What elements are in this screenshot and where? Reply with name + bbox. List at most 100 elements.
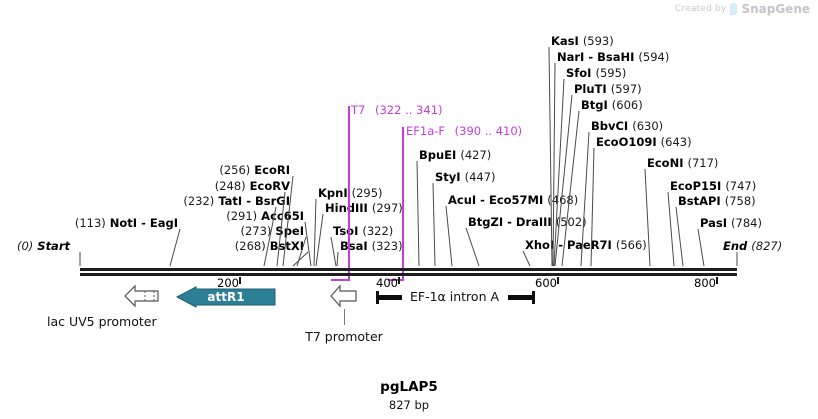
leader-pasI bbox=[697, 228, 705, 267]
enzyme-name: HindIII bbox=[325, 201, 368, 215]
terminal-end-pos: (827) bbox=[751, 239, 783, 253]
enzyme-pos: (566) bbox=[615, 238, 647, 252]
enzyme-label-bsaI: BsaI (323) bbox=[340, 239, 403, 253]
primer-line-ef1a-f bbox=[402, 127, 404, 281]
enzyme-label-notI-eagI: (113) NotI - EagI bbox=[75, 216, 178, 230]
enzyme-name: SpeI bbox=[275, 224, 304, 238]
feature-label-ef1a-intron-a: EF-1α intron A bbox=[410, 289, 500, 304]
enzyme-name: BpuEI bbox=[419, 148, 457, 162]
snapgene-logo-icon bbox=[730, 3, 738, 15]
primer-bracket-t7 bbox=[331, 279, 349, 281]
enzyme-label-ecoRV: (248) EcoRV bbox=[215, 179, 290, 193]
enzyme-label-xhoI-paeR7I: XhoI - PaeR7I (566) bbox=[525, 238, 647, 252]
enzyme-pos: (630) bbox=[632, 119, 664, 133]
enzyme-pos: (594) bbox=[638, 50, 670, 64]
enzyme-pos: (606) bbox=[611, 98, 643, 112]
primer-bracket-ef1a-f bbox=[388, 279, 404, 281]
feature-label-attr1: attR1 bbox=[207, 290, 245, 304]
plasmid-name: pgLAP5 bbox=[380, 379, 438, 395]
enzyme-pos: (597) bbox=[610, 82, 642, 96]
terminal-label-start: (0) Start bbox=[17, 239, 70, 253]
ruler-tick-600 bbox=[557, 277, 559, 284]
enzyme-label-btgZI-draIII: BtgZI - DraIII (502) bbox=[468, 215, 587, 229]
sequence-backbone-line-bottom bbox=[80, 273, 737, 276]
plasmid-length: 827 bp bbox=[388, 398, 430, 412]
enzyme-pos: (784) bbox=[731, 216, 762, 230]
enzyme-label-pluTI: PluTI (597) bbox=[574, 82, 642, 96]
enzyme-name: XhoI - PaeR7I bbox=[525, 238, 612, 252]
enzyme-label-acuI-eco57MI: AcuI - Eco57MI (468) bbox=[448, 193, 578, 207]
leader-acc65I bbox=[304, 221, 312, 267]
terminal-start-label: Start bbox=[37, 239, 70, 253]
enzyme-name: PasI bbox=[700, 216, 728, 230]
snapgene-watermark: Created by SnapGene bbox=[675, 2, 810, 16]
enzyme-pos: (447) bbox=[464, 170, 496, 184]
enzyme-name: EcoRI bbox=[254, 163, 290, 177]
leader-narI bbox=[552, 62, 556, 267]
enzyme-name: TsoI bbox=[333, 224, 359, 238]
primer-range: (322 .. 341) bbox=[375, 103, 443, 117]
leader-bsaI bbox=[336, 251, 339, 267]
enzyme-pos: (427) bbox=[460, 148, 492, 162]
leader-styI bbox=[432, 182, 436, 267]
enzyme-name: KpnI bbox=[318, 186, 348, 200]
enzyme-label-ecoP15I: EcoP15I (747) bbox=[670, 179, 756, 193]
enzyme-label-bstAPI: BstAPI (758) bbox=[678, 194, 756, 208]
feature-arrow-lac-uv5-promoter[interactable] bbox=[124, 283, 160, 309]
feature-label-lac-uv5-promoter: lac UV5 promoter bbox=[47, 314, 157, 329]
enzyme-name: NarI - BsaHI bbox=[557, 50, 635, 64]
enzyme-label-ecoRI: (256) EcoRI bbox=[219, 163, 290, 177]
enzyme-label-bpuEI: BpuEI (427) bbox=[419, 148, 491, 162]
enzyme-pos: (758) bbox=[724, 194, 756, 208]
ruler-tick-800 bbox=[716, 277, 718, 284]
enzyme-label-acc65I: (291) Acc65I bbox=[226, 209, 304, 223]
leader-tsoI bbox=[330, 236, 337, 267]
enzyme-label-btgI: BtgI (606) bbox=[581, 98, 643, 112]
feature-arrow-t7-promoter[interactable] bbox=[330, 283, 358, 309]
enzyme-name: EcoRV bbox=[249, 179, 290, 193]
enzyme-label-styI: StyI (447) bbox=[435, 170, 496, 184]
enzyme-pos: (273) bbox=[240, 224, 272, 238]
enzyme-label-narI-bsaHI: NarI - BsaHI (594) bbox=[557, 50, 669, 64]
enzyme-name: Acc65I bbox=[261, 209, 304, 223]
leader-btgZI bbox=[465, 227, 480, 267]
enzyme-label-hindIII: HindIII (297) bbox=[325, 201, 403, 215]
enzyme-pos: (468) bbox=[547, 193, 579, 207]
enzyme-name: NotI - EagI bbox=[109, 216, 178, 230]
feature-label-t7-promoter: T7 promoter bbox=[305, 329, 383, 344]
enzyme-pos: (747) bbox=[725, 179, 757, 193]
enzyme-pos: (232) bbox=[183, 194, 215, 208]
ruler-tick-200 bbox=[239, 277, 241, 284]
feature-arrow-attr1[interactable] bbox=[176, 286, 276, 308]
enzyme-pos: (323) bbox=[371, 239, 403, 253]
primer-name: T7 bbox=[351, 103, 366, 117]
enzyme-pos: (291) bbox=[226, 209, 258, 223]
watermark-prefix: Created by bbox=[674, 4, 727, 14]
ruler-label-200: 200 bbox=[217, 276, 239, 290]
enzyme-name: EcoNI bbox=[647, 156, 684, 170]
intron-cap-right bbox=[532, 291, 535, 304]
enzyme-name: EcoP15I bbox=[670, 179, 722, 193]
enzyme-label-bbvCI: BbvCI (630) bbox=[591, 119, 663, 133]
enzyme-pos: (256) bbox=[219, 163, 251, 177]
enzyme-label-speI: (273) SpeI bbox=[240, 224, 304, 238]
feature-stem-t7-promoter bbox=[344, 309, 345, 325]
enzyme-label-kpnI: KpnI (295) bbox=[318, 186, 383, 200]
enzyme-pos: (322) bbox=[362, 224, 394, 238]
enzyme-name: BbvCI bbox=[591, 119, 629, 133]
enzyme-label-sfoI: SfoI (595) bbox=[566, 66, 626, 80]
enzyme-pos: (297) bbox=[371, 201, 403, 215]
enzyme-label-pasI: PasI (784) bbox=[700, 216, 762, 230]
terminal-label-end: End (827) bbox=[723, 239, 782, 253]
enzyme-pos: (593) bbox=[582, 34, 614, 48]
leader-notI bbox=[169, 228, 181, 267]
enzyme-pos: (113) bbox=[74, 216, 106, 230]
enzyme-pos: (595) bbox=[595, 66, 627, 80]
leader-ecoP15I bbox=[667, 191, 675, 267]
ruler-label-600: 600 bbox=[535, 276, 557, 290]
enzyme-pos: (295) bbox=[351, 186, 383, 200]
enzyme-name: AcuI - Eco57MI bbox=[448, 193, 544, 207]
terminal-end-label: End bbox=[723, 239, 748, 253]
